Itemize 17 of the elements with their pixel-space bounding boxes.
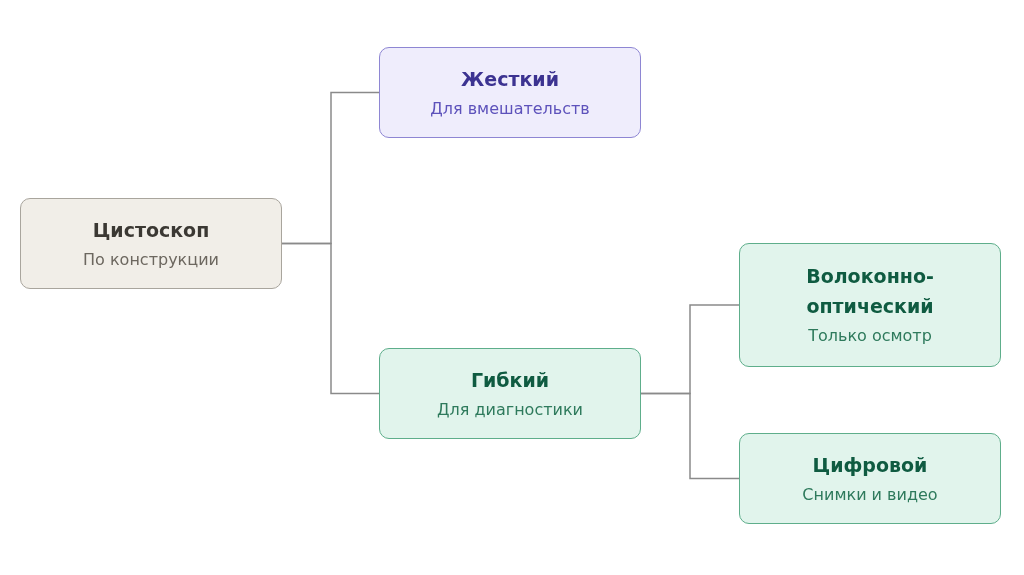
node-subtitle: Снимки и видео [802,483,938,506]
node-subtitle: Для диагностики [437,398,583,421]
node-subtitle: Только осмотр [808,325,932,347]
category-box [739,433,1001,524]
node-title: Волоконно-оптический [805,264,935,319]
node-title: Цистоскоп [92,217,210,243]
category-box [739,243,1001,367]
category-box [20,198,282,289]
node-title: Цифровой [812,452,928,478]
node-subtitle: По конструкции [83,248,219,271]
category-box [379,47,641,138]
node-title: Жесткий [461,66,559,92]
connector-line [640,392,740,480]
category-box [379,348,641,439]
node-title: Гибкий [470,367,550,393]
connector-line [281,242,380,395]
node-subtitle: Для вмешательств [430,97,590,120]
